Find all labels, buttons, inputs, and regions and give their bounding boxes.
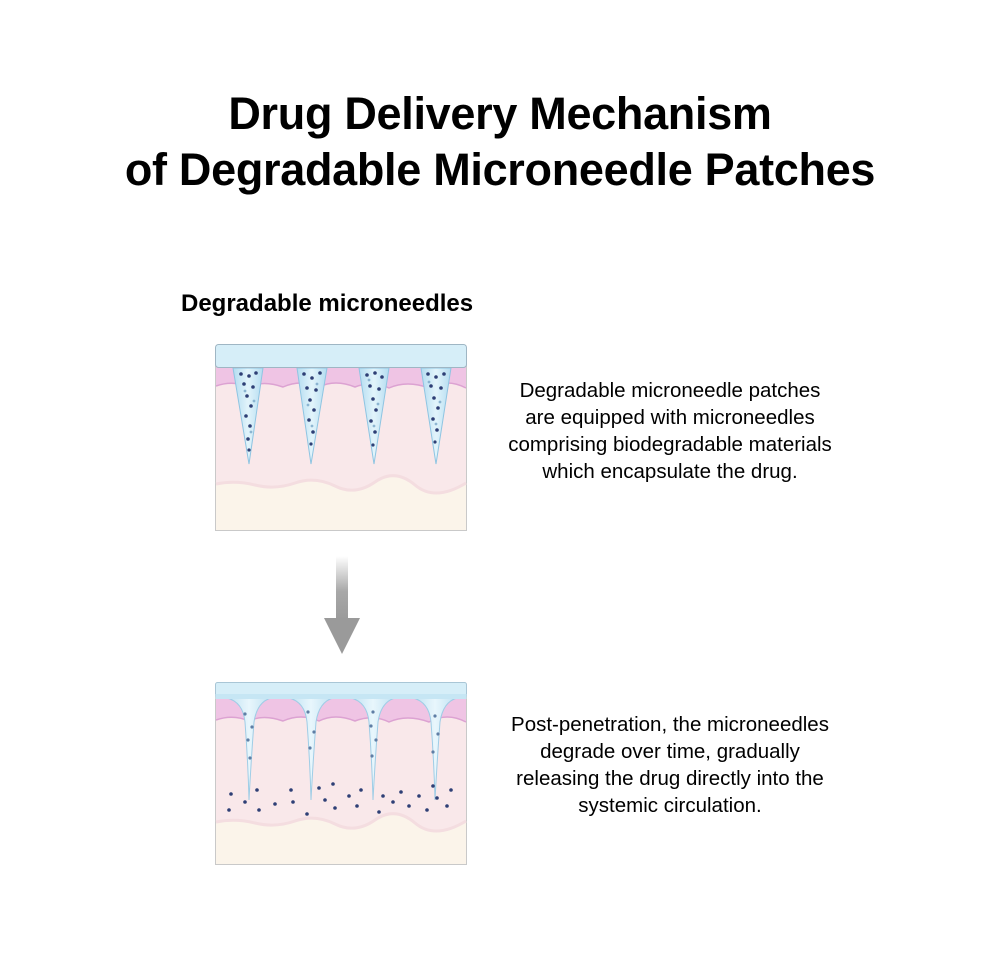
page-title: Drug Delivery Mechanism of Degradable Mi…	[0, 86, 1000, 198]
drug-particles-encapsulated	[243, 710, 440, 760]
patch-backing	[215, 344, 467, 368]
intact-microneedle-illustration	[215, 344, 467, 531]
drug-particles-released	[227, 782, 453, 816]
step-1-description: Degradable microneedle patches are equip…	[508, 379, 832, 483]
microneedle	[350, 697, 396, 801]
degrading-microneedle-illustration	[215, 682, 467, 865]
section-heading: Degradable microneedles	[181, 290, 474, 317]
arrow-down-icon	[322, 556, 362, 661]
microneedle	[226, 697, 272, 801]
title-line-2: of Degradable Microneedle Patches	[124, 144, 876, 195]
drug-particles-encapsulated	[239, 371, 446, 452]
microneedle-array	[232, 367, 452, 465]
title-line-1: Drug Delivery Mechanism	[228, 88, 772, 139]
step-2-description: Post-penetration, the microneedles degra…	[511, 713, 829, 817]
microneedle	[412, 697, 458, 801]
